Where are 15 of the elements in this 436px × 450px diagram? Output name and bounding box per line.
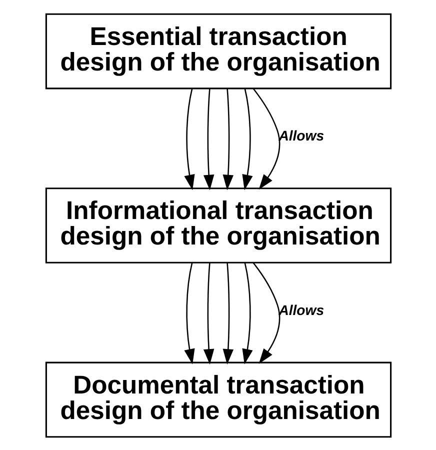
node-box: Essential transaction design of the organisation xyxy=(44,12,392,89)
arrow xyxy=(202,262,214,364)
edge-label: Allows xyxy=(278,301,324,318)
arrow xyxy=(202,88,214,190)
node-box: Informational transaction design of the organisation xyxy=(44,187,392,263)
edge-label: Allows xyxy=(278,127,324,144)
arrow xyxy=(184,262,194,364)
arrow xyxy=(222,262,234,364)
arrow xyxy=(252,262,280,364)
arrow xyxy=(184,88,194,190)
arrow xyxy=(242,262,252,364)
arrow xyxy=(252,88,280,190)
arrow xyxy=(242,88,252,190)
node-box: Documental transaction design of the organisation xyxy=(44,361,392,438)
arrow xyxy=(222,88,234,190)
